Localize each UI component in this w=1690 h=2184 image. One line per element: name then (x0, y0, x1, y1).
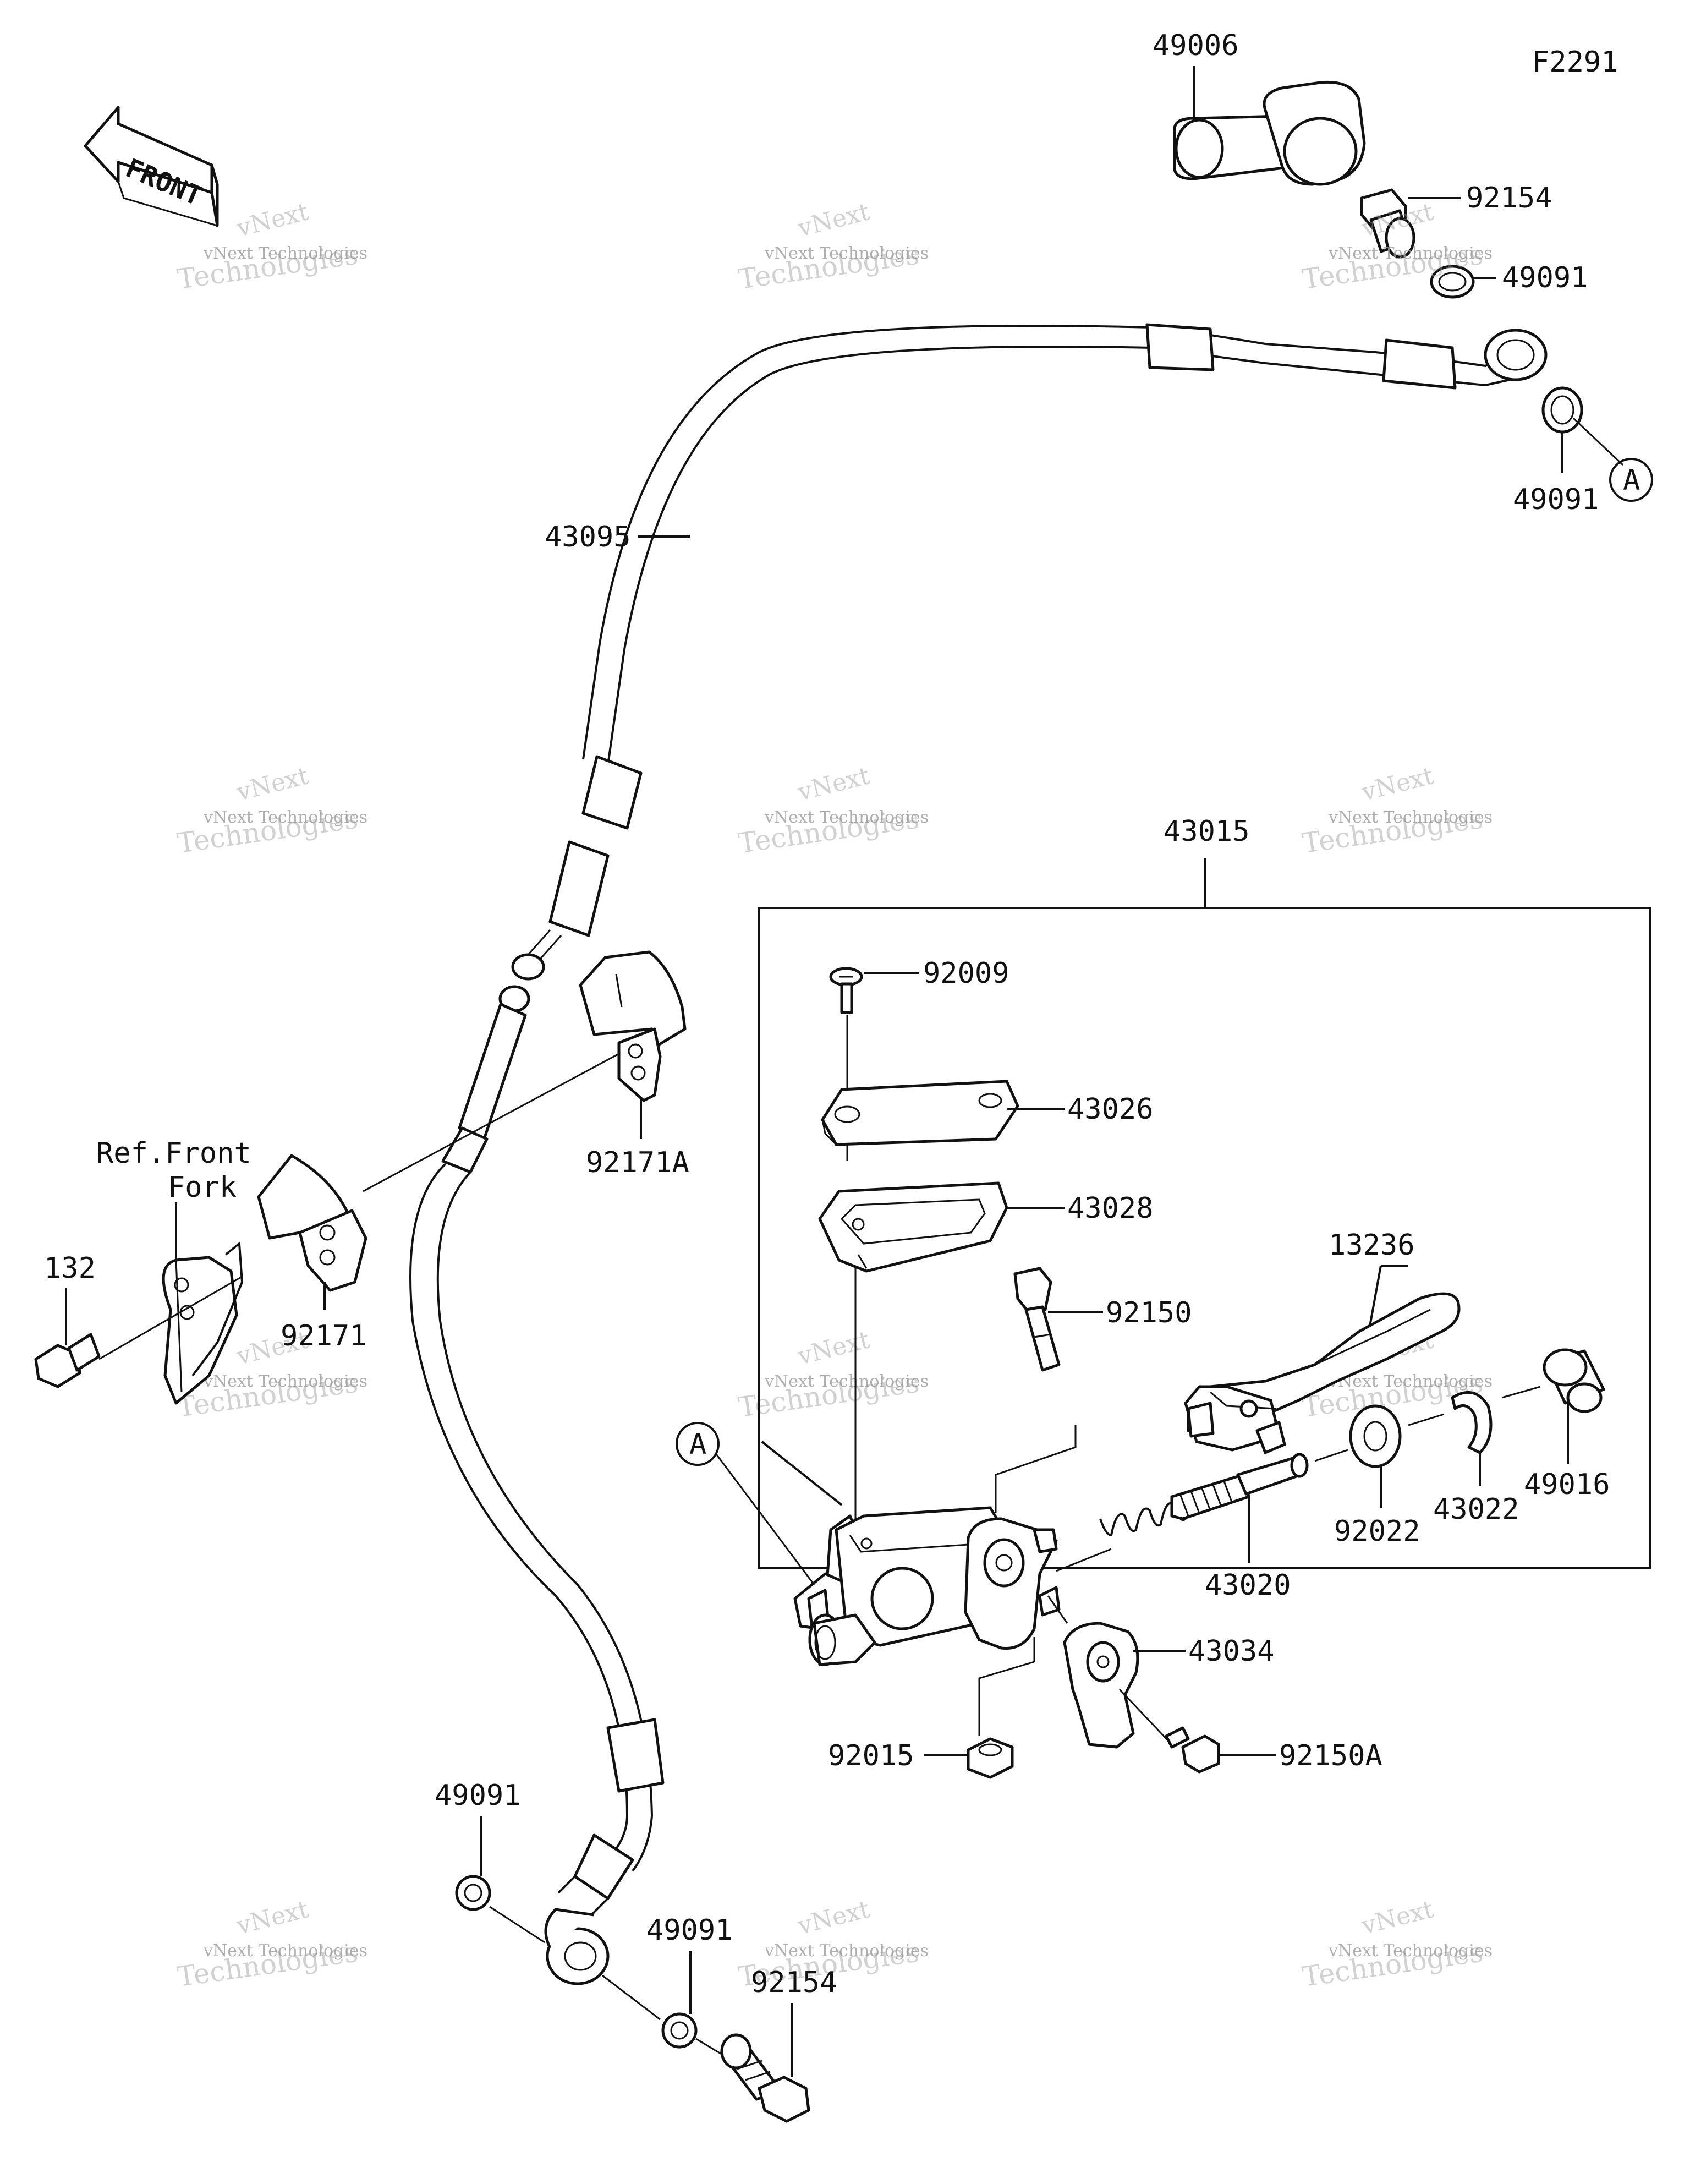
ref-label-line1: Ref.Front (96, 1137, 251, 1170)
svg-text:vNext Technologies: vNext Technologies (1328, 1941, 1493, 1961)
label-49091-bm: 49091 (646, 1914, 733, 1947)
svg-text:vNext: vNext (794, 762, 873, 807)
svg-text:vNext Technologies: vNext Technologies (1328, 808, 1493, 827)
svg-text:vNext Technologies: vNext Technologies (203, 1941, 367, 1961)
svg-text:vNext: vNext (1358, 1895, 1436, 1940)
callout-a-bottom (676, 1422, 720, 1466)
label-43026: 43026 (1067, 1093, 1154, 1126)
svg-text:vNext Technologies: vNext Technologies (764, 244, 929, 263)
ref-label-line2: Fork (168, 1171, 237, 1204)
front-fork-ref (162, 1241, 244, 1405)
svg-text:vNext: vNext (233, 198, 311, 243)
svg-text:vNext Technologies: vNext Technologies (764, 1372, 929, 1391)
piston-43020 (1099, 1453, 1309, 1537)
svg-text:vNext: vNext (794, 1895, 873, 1940)
label-92009: 92009 (923, 957, 1009, 990)
brake-hose-43095 (409, 323, 1548, 1985)
label-43015: 43015 (1164, 815, 1250, 848)
washer-92022 (1349, 1404, 1402, 1468)
label-13236: 13236 (1329, 1229, 1415, 1262)
boot-49016 (1543, 1348, 1605, 1413)
svg-text:vNext Technologies: vNext Technologies (203, 244, 367, 263)
label-43034: 43034 (1188, 1635, 1275, 1668)
label-92150: 92150 (1106, 1296, 1192, 1329)
label-92171: 92171 (281, 1320, 367, 1353)
label-49016: 49016 (1524, 1468, 1610, 1501)
label-92154-top: 92154 (1466, 182, 1552, 215)
banjo-bolt-bottom (720, 2033, 810, 2123)
svg-text:vNext: vNext (794, 198, 873, 243)
svg-text:vNext Technologies: vNext Technologies (764, 808, 929, 827)
label-43022: 43022 (1433, 1493, 1519, 1526)
watermark: vNext vNext Technologies Technologies vN… (175, 198, 1493, 1993)
cover-43026 (821, 1080, 1019, 1146)
bracket-92171a (579, 950, 687, 1102)
washer-top-1 (1430, 265, 1475, 299)
banjo-bolt-top (1360, 188, 1415, 259)
screw-92009 (829, 967, 863, 1014)
label-43020: 43020 (1205, 1569, 1291, 1602)
callout-a-top (1609, 458, 1653, 502)
label-92150A: 92150A (1279, 1739, 1382, 1772)
label-92015: 92015 (828, 1739, 914, 1772)
label-92154-bot: 92154 (751, 1966, 837, 1999)
svg-text:vNext Technologies: vNext Technologies (1328, 1372, 1493, 1391)
label-49091-right: 49091 (1513, 483, 1599, 516)
svg-text:vNext: vNext (233, 1895, 311, 1940)
lever-13236 (1184, 1292, 1461, 1454)
svg-text:vNext: vNext (794, 1326, 873, 1371)
nut-92015 (967, 1737, 1014, 1779)
svg-text:vNext Technologies: vNext Technologies (203, 808, 367, 827)
label-132: 132 (44, 1252, 96, 1285)
bolt-132 (34, 1333, 101, 1388)
pivot-bolt-92150 (1013, 1267, 1061, 1372)
washer-bottom-2 (661, 2012, 698, 2049)
circlip-43022 (1451, 1391, 1493, 1454)
bracket-92171 (257, 1154, 367, 1292)
washer-top-2 (1541, 386, 1583, 434)
svg-text:vNext: vNext (1358, 762, 1436, 807)
callout-a-bottom-letter: A (689, 1428, 706, 1461)
label-43095: 43095 (545, 521, 631, 554)
washer-bottom-1 (455, 1875, 491, 1911)
label-49006: 49006 (1153, 29, 1239, 62)
label-92171A: 92171A (586, 1146, 689, 1179)
svg-text:vNext Technologies: vNext Technologies (764, 1941, 929, 1961)
diaphragm-43028 (818, 1181, 1008, 1273)
label-92022: 92022 (1334, 1515, 1420, 1548)
callout-a-top-letter: A (1623, 464, 1640, 497)
clamp-43034 (1063, 1622, 1139, 1749)
svg-text:vNext Technologies: vNext Technologies (203, 1372, 367, 1391)
figure-code: F2291 (1532, 46, 1618, 79)
front-arrow-icon: FRONT (84, 106, 219, 227)
label-43028: 43028 (1067, 1192, 1154, 1225)
label-49091-top: 49091 (1502, 261, 1588, 294)
cap-49006 (1173, 80, 1366, 186)
bolt-92150a (1165, 1726, 1220, 1774)
label-49091-bl: 49091 (435, 1779, 521, 1812)
master-cylinder-body (793, 1506, 1061, 1666)
svg-text:vNext Technologies: vNext Technologies (1328, 244, 1493, 263)
svg-text:vNext: vNext (233, 762, 311, 807)
